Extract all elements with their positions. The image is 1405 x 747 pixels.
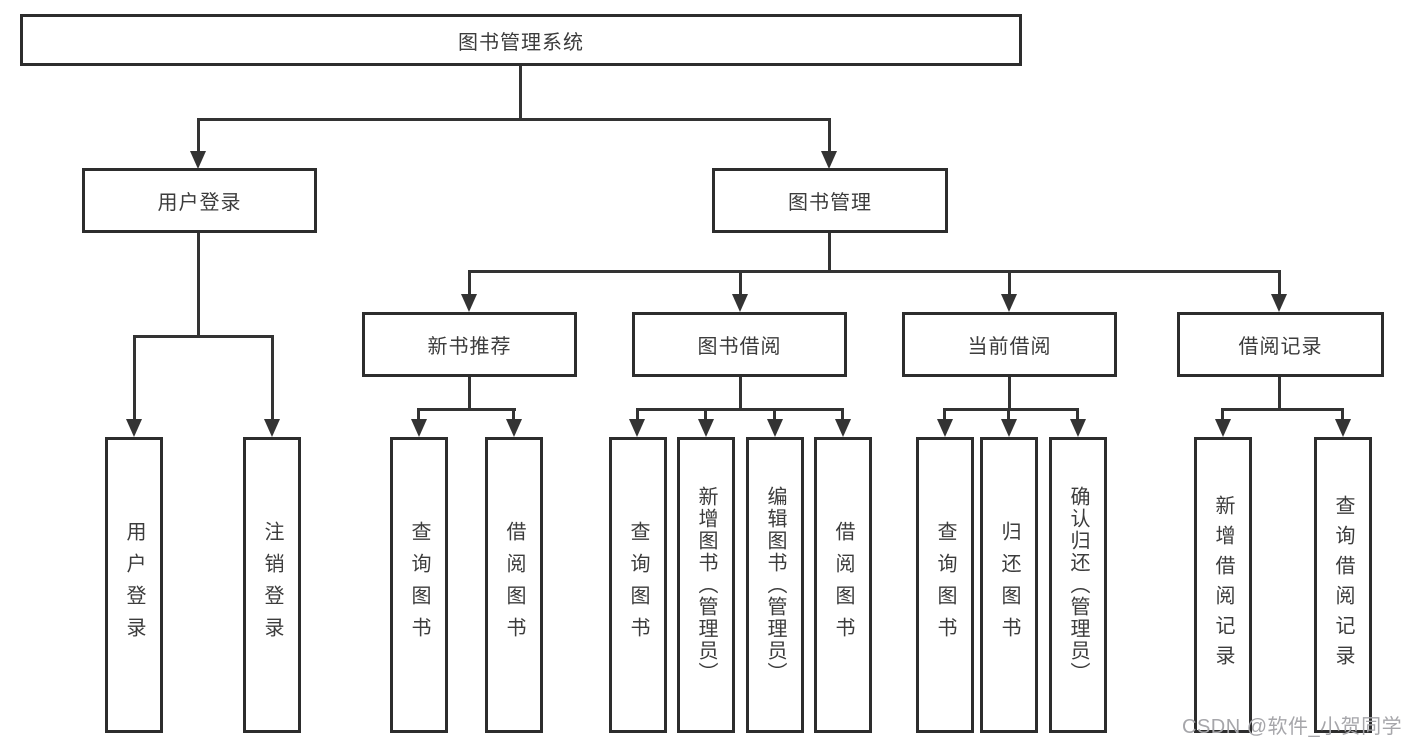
connector-line bbox=[197, 118, 200, 155]
arrow-down-icon bbox=[1271, 294, 1287, 312]
csdn-watermark: CSDN @软件_小贺同学 bbox=[1182, 716, 1403, 738]
connector-line bbox=[1221, 408, 1224, 421]
leaf-borrow-books: 借阅图书 bbox=[485, 437, 543, 733]
connector-line bbox=[636, 408, 639, 421]
connector-line bbox=[1278, 377, 1281, 410]
leaf-confirm-return-admin: 确认归还（管理员） bbox=[1049, 437, 1107, 733]
node-book-borrow: 图书借阅 bbox=[632, 312, 847, 377]
node-new-book-recommend: 新书推荐 bbox=[362, 312, 577, 377]
node-label: 图书借阅 bbox=[697, 336, 782, 358]
leaf-label: 归还图书 bbox=[998, 521, 1020, 649]
connector-line bbox=[1341, 408, 1344, 421]
connector-line bbox=[468, 377, 471, 410]
leaf-label: 注销登录 bbox=[261, 521, 283, 649]
leaf-label: 编辑图书（管理员） bbox=[764, 486, 786, 684]
arrow-down-icon bbox=[698, 419, 714, 437]
node-borrow-records: 借阅记录 bbox=[1177, 312, 1384, 377]
arrow-down-icon bbox=[767, 419, 783, 437]
connector-line bbox=[468, 270, 1281, 273]
connector-line bbox=[133, 335, 274, 338]
connector-line bbox=[271, 335, 274, 420]
connector-line bbox=[1007, 408, 1010, 421]
leaf-borrow-books: 借阅图书 bbox=[814, 437, 872, 733]
leaf-query-books: 查询图书 bbox=[609, 437, 667, 733]
leaf-label: 用户登录 bbox=[123, 521, 145, 649]
connector-line bbox=[828, 118, 831, 155]
node-label: 借阅记录 bbox=[1238, 336, 1323, 358]
arrow-down-icon bbox=[1335, 419, 1351, 437]
leaf-label: 查询图书 bbox=[408, 521, 430, 649]
leaf-add-borrow-record: 新增借阅记录 bbox=[1194, 437, 1252, 733]
connector-line bbox=[1008, 377, 1011, 410]
connector-line bbox=[197, 118, 831, 121]
connector-line bbox=[133, 335, 136, 420]
connector-line bbox=[197, 233, 200, 337]
leaf-return-books: 归还图书 bbox=[980, 437, 1038, 733]
node-user-login: 用户登录 bbox=[82, 168, 317, 233]
node-library-system: 图书管理系统 bbox=[20, 14, 1022, 66]
node-book-management: 图书管理 bbox=[712, 168, 948, 233]
connector-line bbox=[417, 408, 420, 421]
arrow-down-icon bbox=[1215, 419, 1231, 437]
arrow-down-icon bbox=[732, 294, 748, 312]
node-label: 图书管理 bbox=[788, 192, 872, 214]
arrow-down-icon bbox=[461, 294, 477, 312]
connector-line bbox=[739, 377, 742, 410]
leaf-label: 查询图书 bbox=[934, 521, 956, 649]
node-label: 图书管理系统 bbox=[458, 31, 584, 54]
node-label: 新书推荐 bbox=[427, 336, 512, 358]
connector-line bbox=[512, 408, 515, 421]
arrow-down-icon bbox=[190, 151, 206, 169]
arrow-down-icon bbox=[411, 419, 427, 437]
connector-line bbox=[704, 408, 707, 421]
arrow-down-icon bbox=[126, 419, 142, 437]
connector-line bbox=[417, 408, 516, 411]
leaf-label: 新增借阅记录 bbox=[1212, 495, 1234, 675]
leaf-label: 查询图书 bbox=[627, 521, 649, 649]
connector-line bbox=[739, 270, 742, 297]
connector-line bbox=[841, 408, 844, 421]
arrow-down-icon bbox=[937, 419, 953, 437]
arrow-down-icon bbox=[821, 151, 837, 169]
arrow-down-icon bbox=[629, 419, 645, 437]
connector-line bbox=[943, 408, 946, 421]
leaf-label: 借阅图书 bbox=[832, 521, 854, 649]
leaf-add-books-admin: 新增图书（管理员） bbox=[677, 437, 735, 733]
connector-line bbox=[468, 270, 471, 297]
connector-line bbox=[1008, 270, 1011, 297]
leaf-logout: 注销登录 bbox=[243, 437, 301, 733]
connector-line bbox=[636, 408, 843, 411]
connector-line bbox=[828, 233, 831, 272]
connector-line bbox=[519, 66, 522, 120]
connector-line bbox=[943, 408, 1079, 411]
leaf-label: 借阅图书 bbox=[503, 521, 525, 649]
leaf-label: 确认归还（管理员） bbox=[1067, 486, 1089, 684]
leaf-query-borrow-record: 查询借阅记录 bbox=[1314, 437, 1372, 733]
leaf-label: 查询借阅记录 bbox=[1332, 495, 1354, 675]
arrow-down-icon bbox=[1070, 419, 1086, 437]
arrow-down-icon bbox=[835, 419, 851, 437]
connector-line bbox=[773, 408, 776, 421]
leaf-edit-books-admin: 编辑图书（管理员） bbox=[746, 437, 804, 733]
arrow-down-icon bbox=[264, 419, 280, 437]
node-current-borrow: 当前借阅 bbox=[902, 312, 1117, 377]
leaf-user-login: 用户登录 bbox=[105, 437, 163, 733]
node-label: 当前借阅 bbox=[967, 336, 1052, 358]
arrow-down-icon bbox=[1001, 294, 1017, 312]
leaf-query-books: 查询图书 bbox=[390, 437, 448, 733]
arrow-down-icon bbox=[1001, 419, 1017, 437]
arrow-down-icon bbox=[506, 419, 522, 437]
node-label: 用户登录 bbox=[157, 192, 242, 214]
leaf-query-books: 查询图书 bbox=[916, 437, 974, 733]
connector-line bbox=[1221, 408, 1344, 411]
connector-line bbox=[1278, 270, 1281, 297]
leaf-label: 新增图书（管理员） bbox=[695, 486, 717, 684]
connector-line bbox=[1076, 408, 1079, 421]
